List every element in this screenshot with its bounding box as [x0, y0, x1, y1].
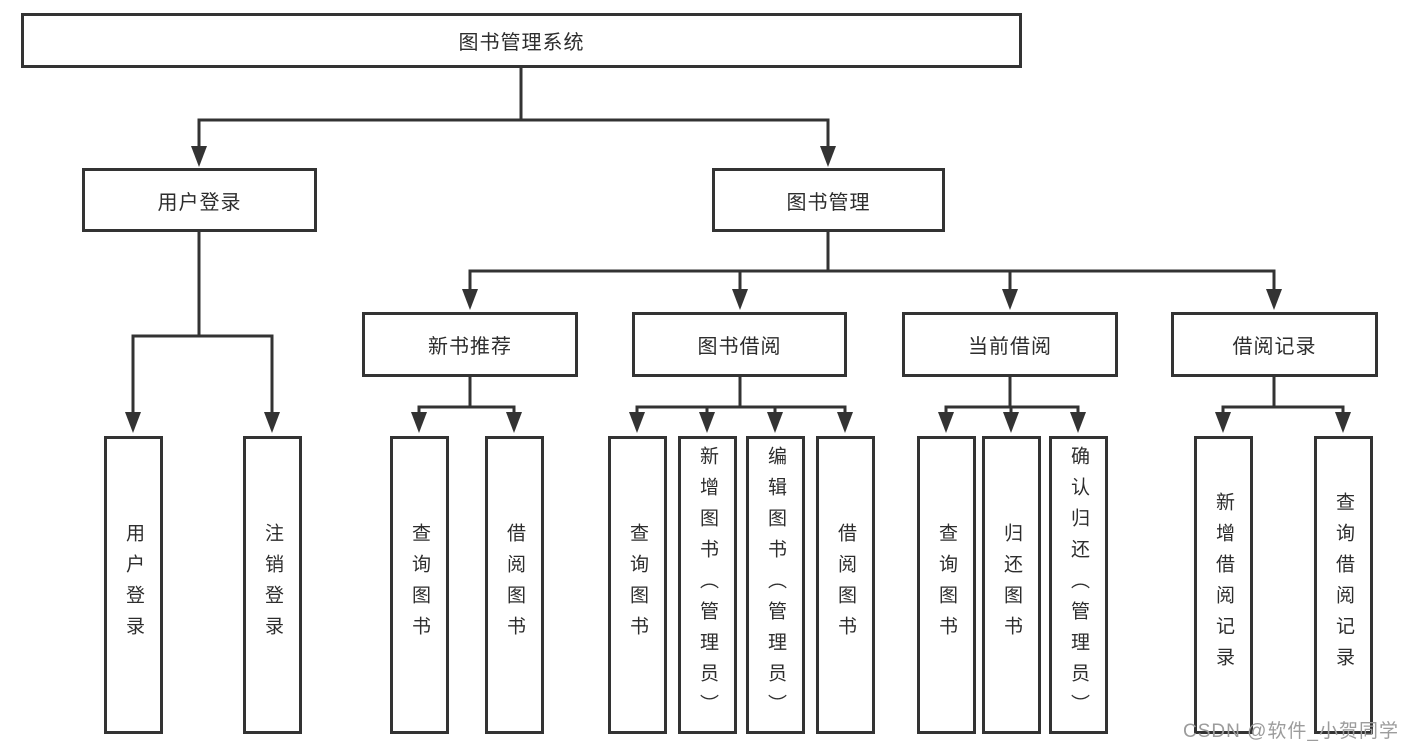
arrowhead-down-icon: [820, 146, 836, 167]
leaf-user-login: 用户登录: [104, 436, 163, 734]
connector-book-management-to-level3: [468, 232, 1276, 292]
leaf-query-books-current: 查询图书: [917, 436, 976, 734]
csdn-watermark: CSDN @软件_小贺同学: [1183, 721, 1399, 742]
leaf-add-borrow-record-label: 新增借阅记录: [1213, 492, 1234, 678]
node-user-login-label: 用户登录: [157, 191, 242, 214]
arrowhead-down-icon: [125, 412, 141, 433]
node-new-book-recommend: 新书推荐: [362, 312, 578, 377]
arrowhead-down-icon: [837, 412, 853, 433]
arrowhead-down-icon: [699, 412, 715, 433]
leaf-return-book-label: 归还图书: [1001, 523, 1022, 647]
connector-root-to-level2: [197, 68, 830, 149]
leaf-borrow-books-borrow: 借阅图书: [816, 436, 875, 734]
leaf-query-borrow-record-label: 查询借阅记录: [1333, 492, 1354, 678]
leaf-query-borrow-record: 查询借阅记录: [1314, 436, 1373, 734]
connector-user-login-to-leaves: [131, 232, 274, 415]
arrowhead-down-icon: [1335, 412, 1351, 433]
node-book-management: 图书管理: [712, 168, 945, 232]
connector-book-borrow-to-leaves: [635, 377, 847, 415]
leaf-add-borrow-record: 新增借阅记录: [1194, 436, 1253, 734]
node-book-borrow-label: 图书借阅: [697, 336, 782, 358]
arrowhead-down-icon: [767, 412, 783, 433]
arrowhead-down-icon: [411, 412, 427, 433]
arrowhead-down-icon: [506, 412, 522, 433]
leaf-confirm-return-admin-label: 确认归还（管理员）: [1068, 445, 1089, 725]
leaf-return-book: 归还图书: [982, 436, 1041, 734]
leaf-add-book-admin: 新增图书（管理员）: [678, 436, 737, 734]
arrowhead-down-icon: [732, 289, 748, 310]
leaf-edit-book-admin: 编辑图书（管理员）: [746, 436, 805, 734]
leaf-borrow-books-recommend-label: 借阅图书: [504, 523, 525, 647]
leaf-query-books-recommend: 查询图书: [390, 436, 449, 734]
leaf-confirm-return-admin: 确认归还（管理员）: [1049, 436, 1108, 734]
arrowhead-down-icon: [1215, 412, 1231, 433]
leaf-query-books-current-label: 查询图书: [936, 523, 957, 647]
arrowhead-down-icon: [1070, 412, 1086, 433]
leaf-edit-book-admin-label: 编辑图书（管理员）: [765, 445, 786, 725]
leaf-add-book-admin-label: 新增图书（管理员）: [697, 445, 718, 725]
leaf-logout: 注销登录: [243, 436, 302, 734]
leaf-borrow-books-borrow-label: 借阅图书: [835, 523, 856, 647]
connector-borrow-records-to-leaves: [1221, 377, 1345, 415]
leaf-logout-label: 注销登录: [262, 523, 283, 647]
arrowhead-down-icon: [629, 412, 645, 433]
arrowhead-down-icon: [191, 146, 207, 167]
node-user-login: 用户登录: [82, 168, 317, 232]
leaf-query-books-recommend-label: 查询图书: [409, 523, 430, 647]
leaf-query-books-borrow: 查询图书: [608, 436, 667, 734]
node-current-borrow: 当前借阅: [902, 312, 1118, 377]
node-borrow-records-label: 借阅记录: [1232, 336, 1317, 358]
node-new-book-recommend-label: 新书推荐: [428, 336, 512, 358]
arrowhead-down-icon: [1266, 289, 1282, 310]
node-current-borrow-label: 当前借阅: [968, 336, 1052, 358]
leaf-borrow-books-recommend: 借阅图书: [485, 436, 544, 734]
connector-current-borrow-to-leaves: [944, 377, 1080, 415]
arrowhead-down-icon: [264, 412, 280, 433]
node-root: 图书管理系统: [21, 13, 1022, 68]
leaf-query-books-borrow-label: 查询图书: [627, 523, 648, 647]
node-book-borrow: 图书借阅: [632, 312, 847, 377]
arrowhead-down-icon: [1003, 412, 1019, 433]
node-borrow-records: 借阅记录: [1171, 312, 1378, 377]
connector-new-book-recommend-to-leaves: [417, 377, 516, 415]
arrowhead-down-icon: [1002, 289, 1018, 310]
node-book-management-label: 图书管理: [786, 191, 871, 214]
leaf-user-login-label: 用户登录: [123, 523, 144, 647]
node-root-label: 图书管理系统: [458, 32, 585, 54]
arrowhead-down-icon: [938, 412, 954, 433]
arrowhead-down-icon: [462, 289, 478, 310]
